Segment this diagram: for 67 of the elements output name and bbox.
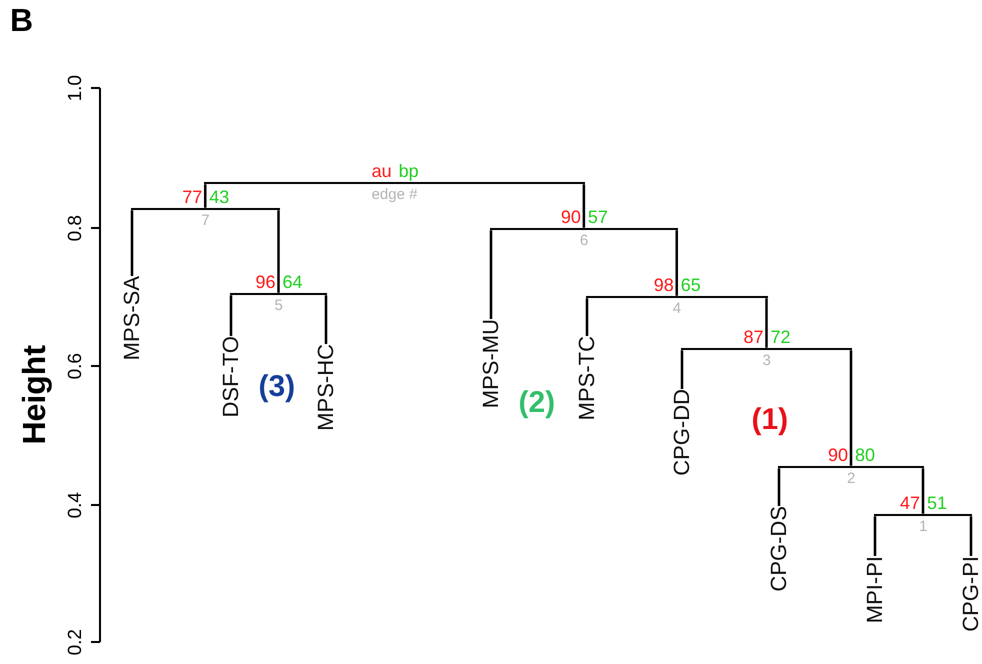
axis-tick-label: 0.6 bbox=[66, 353, 86, 380]
edge-number: 1 bbox=[919, 519, 928, 534]
axis-tick-label: 0.8 bbox=[66, 215, 86, 242]
edge-number: 3 bbox=[762, 353, 771, 368]
edge-number: 6 bbox=[580, 233, 588, 248]
bp-value: 57 bbox=[588, 208, 608, 226]
edge-number: 2 bbox=[847, 471, 856, 486]
bp-value: 51 bbox=[927, 494, 948, 512]
bp-value: 64 bbox=[282, 273, 303, 291]
bp-value: 72 bbox=[770, 328, 791, 346]
au-value: 90 bbox=[560, 208, 581, 226]
leaf-label: MPS-HC bbox=[314, 344, 338, 431]
leaf-label: DSF-TO bbox=[219, 336, 243, 418]
cluster-number: (3) bbox=[258, 370, 296, 404]
branch-bar bbox=[130, 208, 280, 210]
branch-line bbox=[874, 516, 876, 556]
branch-line bbox=[130, 210, 134, 276]
branch-line bbox=[970, 516, 972, 556]
bp-value: 80 bbox=[855, 446, 876, 464]
branch-line bbox=[324, 295, 328, 344]
au-value: 77 bbox=[182, 188, 202, 206]
panel-letter: B bbox=[10, 2, 34, 38]
branch-line bbox=[680, 350, 684, 389]
branch-line bbox=[277, 210, 280, 293]
leaf-label: MPS-TC bbox=[575, 336, 599, 420]
branch-line bbox=[676, 230, 678, 296]
branch-bar bbox=[680, 348, 852, 350]
branch-bar bbox=[874, 514, 972, 516]
edge-number: 7 bbox=[201, 213, 210, 228]
cluster-number: (2) bbox=[518, 386, 556, 420]
branch-bar bbox=[230, 292, 328, 296]
branch-line bbox=[230, 295, 232, 336]
edge-number: edge # bbox=[372, 187, 418, 202]
leaf-label: MPS-MU bbox=[479, 319, 503, 408]
bp-value: bp bbox=[398, 162, 419, 180]
edge-number: 5 bbox=[274, 298, 283, 313]
leaf-label: CPG-DD bbox=[670, 389, 694, 476]
leaf-label: MPS-SA bbox=[120, 276, 144, 360]
au-value: 87 bbox=[744, 328, 764, 346]
branch-line bbox=[204, 184, 206, 208]
edge-number: 4 bbox=[672, 301, 682, 316]
branch-bar bbox=[778, 466, 924, 468]
axis-tick-label: 1.0 bbox=[66, 75, 86, 102]
au-value: au bbox=[372, 162, 392, 180]
au-value: 98 bbox=[654, 276, 674, 294]
bp-value: 65 bbox=[680, 276, 701, 294]
au-value: 47 bbox=[900, 494, 920, 512]
branch-bar bbox=[586, 296, 768, 298]
branch-line bbox=[582, 184, 586, 228]
branch-line bbox=[922, 468, 924, 514]
cluster-number: (1) bbox=[752, 403, 788, 437]
leaf-label: MPI-PI bbox=[863, 556, 887, 624]
leaf-label: CPG-PI bbox=[959, 556, 982, 632]
branch-line bbox=[586, 298, 588, 336]
leaf-label: CPG-DS bbox=[767, 506, 791, 592]
bp-value: 43 bbox=[209, 188, 230, 206]
au-value: 96 bbox=[256, 273, 276, 291]
branch-line bbox=[765, 298, 768, 348]
axis-tick-label: 0.2 bbox=[66, 629, 86, 656]
branch-line bbox=[778, 468, 780, 506]
branch-bar bbox=[204, 182, 586, 184]
branch-line bbox=[850, 350, 852, 466]
au-value: 90 bbox=[828, 446, 848, 464]
branch-bar bbox=[490, 228, 678, 230]
axis-tick-label: 0.4 bbox=[66, 492, 86, 518]
axis-title: Height bbox=[16, 345, 52, 445]
branch-line bbox=[490, 230, 492, 319]
